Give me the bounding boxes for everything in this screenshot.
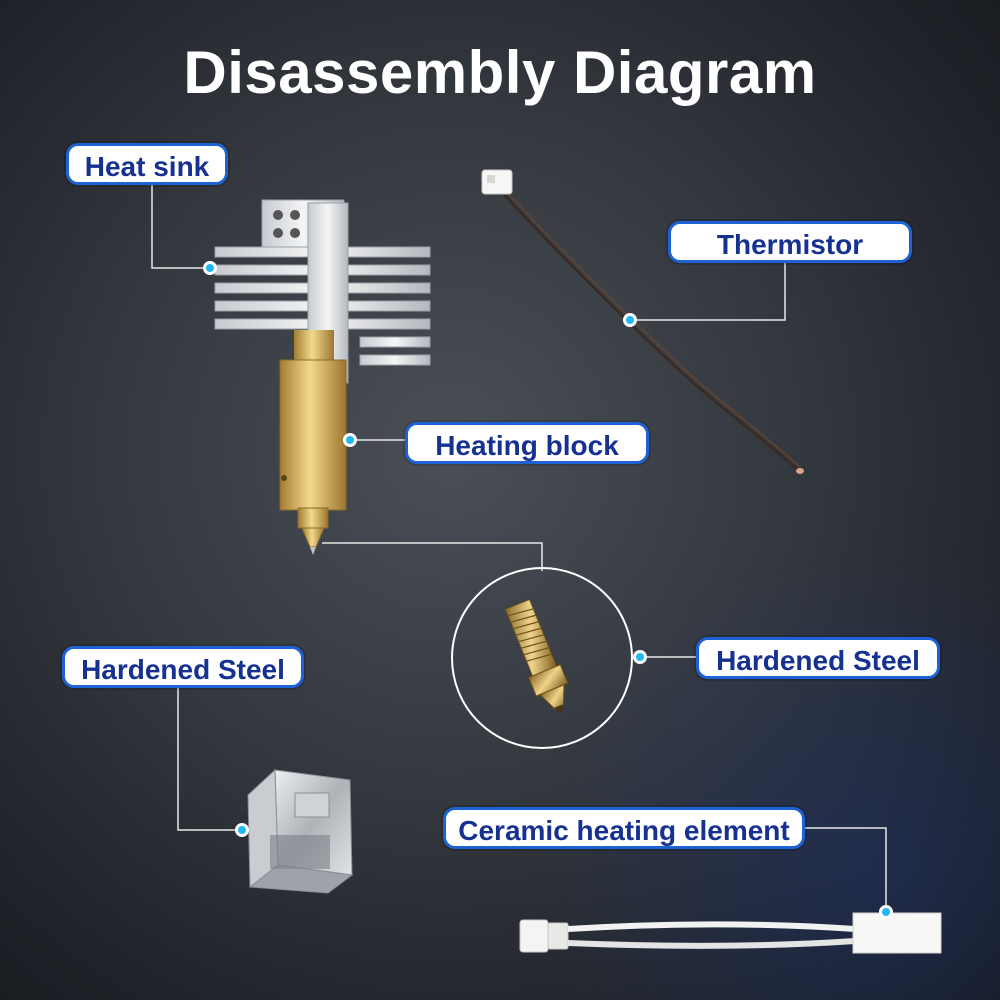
ceramic-heating-element-label: Ceramic heating element bbox=[443, 807, 805, 849]
thermistor-image bbox=[481, 169, 804, 474]
ceramic-heater-connector-dot bbox=[879, 905, 893, 919]
hotend-assembly-image bbox=[214, 199, 431, 555]
page-title: Disassembly Diagram bbox=[183, 39, 817, 106]
ceramic-heater-image bbox=[519, 912, 942, 954]
steel-clip-image bbox=[247, 768, 354, 894]
nozzle-image bbox=[504, 598, 569, 713]
heat-sink-connector-dot bbox=[203, 261, 217, 275]
hardened-steel-nozzle-label: Hardened Steel bbox=[696, 637, 940, 679]
heating-block-connector-dot bbox=[343, 433, 357, 447]
thermistor-label: Thermistor bbox=[668, 221, 912, 263]
heating-block-label: Heating block bbox=[405, 422, 649, 464]
nozzle-connector-dot bbox=[633, 650, 647, 664]
thermistor-connector-dot bbox=[623, 313, 637, 327]
hardened-steel-clip-label: Hardened Steel bbox=[62, 646, 304, 688]
heat-sink-label: Heat sink bbox=[66, 143, 228, 185]
steel-clip-connector-dot bbox=[235, 823, 249, 837]
